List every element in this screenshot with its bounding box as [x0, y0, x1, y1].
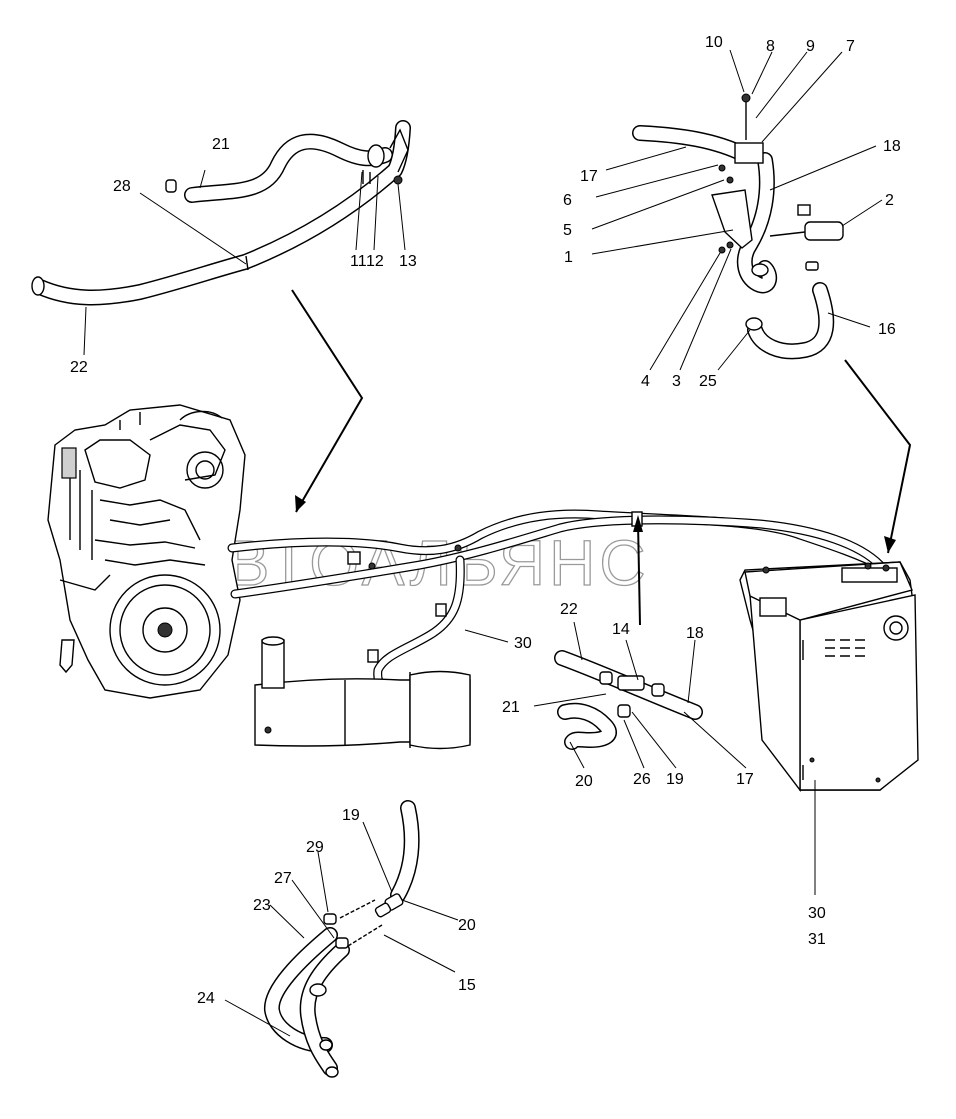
callout-6: 6: [563, 192, 572, 209]
callout-4: 4: [641, 373, 650, 390]
callout-19: 19: [666, 771, 684, 788]
callout-12: 12: [366, 253, 384, 270]
assembly-arrows: [291, 289, 912, 626]
hose-clamp: [323, 913, 337, 925]
callout-8: 8: [766, 38, 775, 55]
heater-louvers: [825, 639, 865, 657]
nut: [741, 93, 751, 103]
callout-23: 23: [253, 897, 271, 914]
hose-clamp: [599, 671, 613, 685]
callout-9: 9: [806, 38, 815, 55]
callout-14: 14: [612, 621, 630, 638]
callout-19: 19: [342, 807, 360, 824]
hose-clamp-small: [165, 179, 177, 193]
heater-vent: [759, 597, 787, 617]
air-intake-pipe: [261, 639, 285, 689]
callout-27: 27: [274, 870, 292, 887]
screw: [718, 246, 726, 254]
callout-13: 13: [399, 253, 417, 270]
valve-knob: [797, 204, 811, 216]
filter: [61, 447, 77, 479]
fitting: [805, 261, 819, 271]
heater-side-panel: [749, 593, 801, 793]
hose-coupler: [617, 675, 645, 691]
hose-clamp: [347, 551, 361, 565]
washer: [718, 164, 726, 172]
hose-end-cap: [31, 276, 45, 296]
callout-29: 29: [306, 839, 324, 856]
callout-17: 17: [736, 771, 754, 788]
callout-15: 15: [458, 977, 476, 994]
callout-7: 7: [846, 38, 855, 55]
hose-clamp: [751, 263, 769, 277]
hose-assembly-upper-left: [31, 120, 411, 306]
connector-detail: [554, 650, 703, 750]
bolt: [393, 175, 403, 185]
callout-2: 2: [885, 192, 894, 209]
washer: [726, 176, 734, 184]
mounting-block: [734, 142, 764, 164]
valve-bracket-assembly: [632, 93, 844, 360]
callout-30: 30: [808, 905, 826, 922]
hose-end: [319, 1039, 333, 1051]
callout-5: 5: [563, 222, 572, 239]
callout-17: 17: [580, 168, 598, 185]
callout-10: 10: [705, 34, 723, 51]
callout-11: 11: [350, 253, 367, 270]
hose-clamp: [335, 937, 349, 949]
heater-unit: [739, 561, 919, 793]
hose-end: [325, 1066, 339, 1078]
valve-body: [804, 221, 844, 241]
leader-lines: [83, 49, 883, 1037]
hose-clamp: [374, 902, 392, 918]
engine: [47, 404, 246, 699]
callout-24: 24: [197, 990, 215, 1007]
dipstick-tube: [59, 639, 75, 674]
screw: [726, 241, 734, 249]
callout-21: 21: [212, 136, 230, 153]
callout-22: 22: [560, 601, 578, 618]
callout-25: 25: [699, 373, 717, 390]
hose-clamp: [367, 144, 385, 168]
hose-clamp: [435, 603, 447, 617]
callout-21: 21: [502, 699, 520, 716]
callout-20: 20: [575, 773, 593, 790]
callout-18: 18: [686, 625, 704, 642]
callout-labels: 21 28 11 12 13 22 10 8 9 7 17 18 6 5 2 1…: [70, 34, 901, 1007]
callout-31: 31: [808, 931, 826, 948]
hose-clamp: [367, 649, 379, 663]
bracket: [711, 189, 753, 249]
callout-22: 22: [70, 359, 88, 376]
callout-18: 18: [883, 138, 901, 155]
callout-3: 3: [672, 373, 681, 390]
hose-clamp: [651, 683, 665, 697]
callout-26: 26: [633, 771, 651, 788]
callout-20: 20: [458, 917, 476, 934]
hose-clamp: [617, 704, 631, 718]
hose-clamp: [309, 983, 327, 997]
air-cleaner: [254, 636, 471, 750]
callout-28: 28: [113, 178, 131, 195]
lower-hose-detail: [264, 800, 420, 1078]
callout-1: 1: [564, 249, 573, 266]
callout-16: 16: [878, 321, 896, 338]
callout-30: 30: [514, 635, 532, 652]
hose-clamp: [745, 317, 763, 331]
